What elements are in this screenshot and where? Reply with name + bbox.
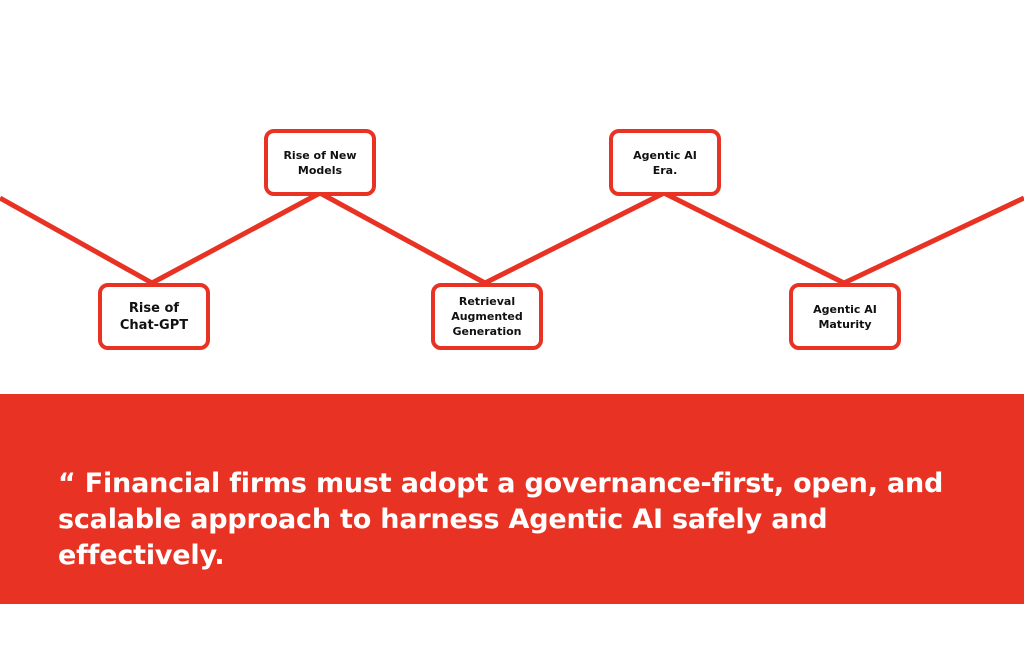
quote-banner — [0, 394, 1024, 604]
quote-text: “ Financial firms must adopt a governanc… — [58, 468, 944, 571]
milestone-label: Agentic AI — [633, 148, 697, 162]
milestone-label: Maturity — [818, 317, 872, 331]
milestone-label: Agentic AI — [813, 302, 877, 316]
milestone-label: Rise of New — [283, 148, 357, 162]
milestone-label: Rise of — [128, 300, 180, 316]
milestone-label: Retrieval — [458, 295, 516, 308]
milestone-label: Generation — [452, 325, 522, 338]
milestone-label: Models — [297, 163, 343, 177]
milestone-label: Chat-GPT — [119, 317, 189, 333]
milestone-label: Era. — [652, 163, 678, 177]
milestone-label: Augmented — [451, 310, 523, 323]
